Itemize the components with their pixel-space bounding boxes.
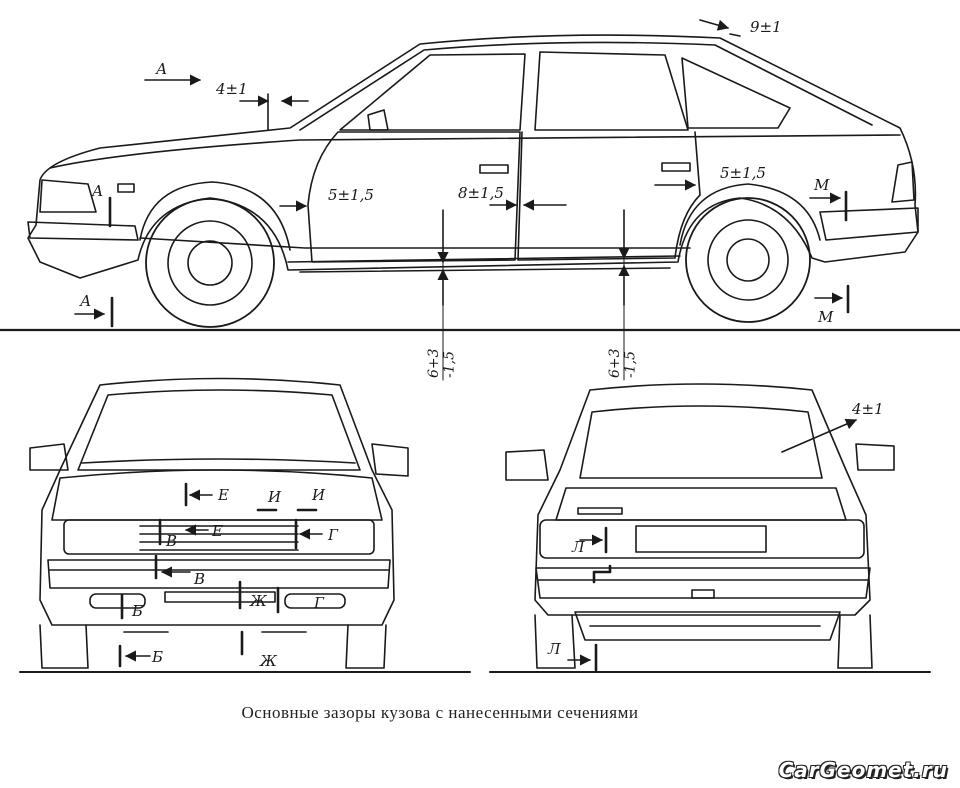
front-wheel: [145, 198, 275, 328]
rear-arch: [679, 183, 821, 246]
section-l-2: Л: [547, 640, 561, 658]
section-i-2: И: [311, 486, 326, 504]
rear-wheel-left: [534, 614, 576, 669]
section-v-1: В: [165, 532, 177, 550]
front-door-handle: [479, 164, 509, 174]
front-door: [307, 131, 521, 263]
section-g-1: Г: [327, 526, 339, 544]
gap-rear-door: 5±1,5: [720, 164, 766, 182]
rear-bumper-face: [535, 567, 871, 599]
rear-lamp: [891, 161, 915, 203]
section-b-2: Б: [151, 648, 163, 666]
section-a-lower: А: [79, 292, 91, 310]
front-view: [19, 377, 471, 673]
figure-caption: Основные зазоры кузова с нанесенными сеч…: [241, 703, 639, 722]
front-fog-left: [89, 593, 146, 609]
rear-mirror-right: [855, 443, 895, 471]
side-view: [0, 19, 960, 381]
front-body-outline: [39, 377, 395, 626]
labels: А 4±1 9±1 5±1,5 8±1,5 5±1,5 6+3-1,5 6+3-…: [79, 18, 884, 670]
front-door-window: [339, 53, 526, 131]
section-e-1: Е: [217, 486, 229, 504]
front-arch: [139, 181, 291, 251]
section-m-upper: М: [813, 176, 830, 194]
front-windshield: [77, 389, 361, 471]
watermark: CarGeomet.ru: [778, 758, 948, 782]
rear-door-handle: [661, 162, 691, 172]
section-v-2: В: [193, 570, 205, 588]
section-e-2: Е: [211, 522, 223, 540]
front-bumper: [27, 221, 139, 241]
section-a-upper: А: [91, 182, 103, 200]
gap-rear-glass: 4±1: [851, 400, 884, 418]
side-roofline: [299, 41, 873, 131]
side-beltline: [49, 134, 901, 169]
front-grille: [63, 519, 375, 555]
section-l-1: Л: [571, 538, 585, 556]
gap-hood-windshield: 4±1: [215, 80, 248, 98]
rear-mirror-left: [505, 449, 549, 481]
side-lower-line: [139, 237, 691, 249]
section-b-1: Б: [131, 602, 143, 620]
gap-roof-rear: 9±1: [750, 18, 782, 36]
front-bumper-face: [47, 559, 391, 589]
front-wheel-left: [39, 624, 89, 669]
rear-exhaust: [574, 611, 841, 641]
gap-door-door: 8±1,5: [458, 184, 504, 202]
mirror: [367, 109, 389, 131]
rear-wheel: [685, 197, 811, 323]
rear-lamp-panel: [539, 519, 865, 559]
rear-door-window: [534, 51, 689, 131]
gap-front-door: 5±1,5: [328, 186, 374, 204]
view-arrow-a: А: [155, 60, 167, 78]
front-wheel-right: [345, 624, 387, 669]
gap-sill-front: 6+3-1,5: [426, 348, 457, 378]
side-marker: [117, 183, 135, 193]
rear-glass: [579, 405, 823, 479]
front-mirror-right: [371, 443, 409, 477]
rear-view: [489, 383, 931, 673]
headlight: [39, 179, 97, 213]
front-fog-right: [284, 593, 346, 609]
rear-bumper: [819, 207, 919, 241]
section-g-2: Г: [313, 594, 325, 612]
rear-door: [517, 131, 701, 261]
section-zh-1: Ж: [249, 592, 268, 610]
side-body-outline: [27, 34, 919, 279]
section-zh-2: Ж: [259, 652, 278, 670]
front-mirror-left: [29, 443, 69, 471]
front-hood: [51, 469, 383, 521]
gap-sill-rear: 6+3-1,5: [607, 348, 638, 378]
section-m-lower: М: [817, 308, 834, 326]
rear-body-outline: [534, 383, 871, 616]
rear-wheel-right: [837, 614, 873, 669]
section-i-1: И: [267, 488, 282, 506]
rear-quarter-window: [681, 57, 791, 129]
